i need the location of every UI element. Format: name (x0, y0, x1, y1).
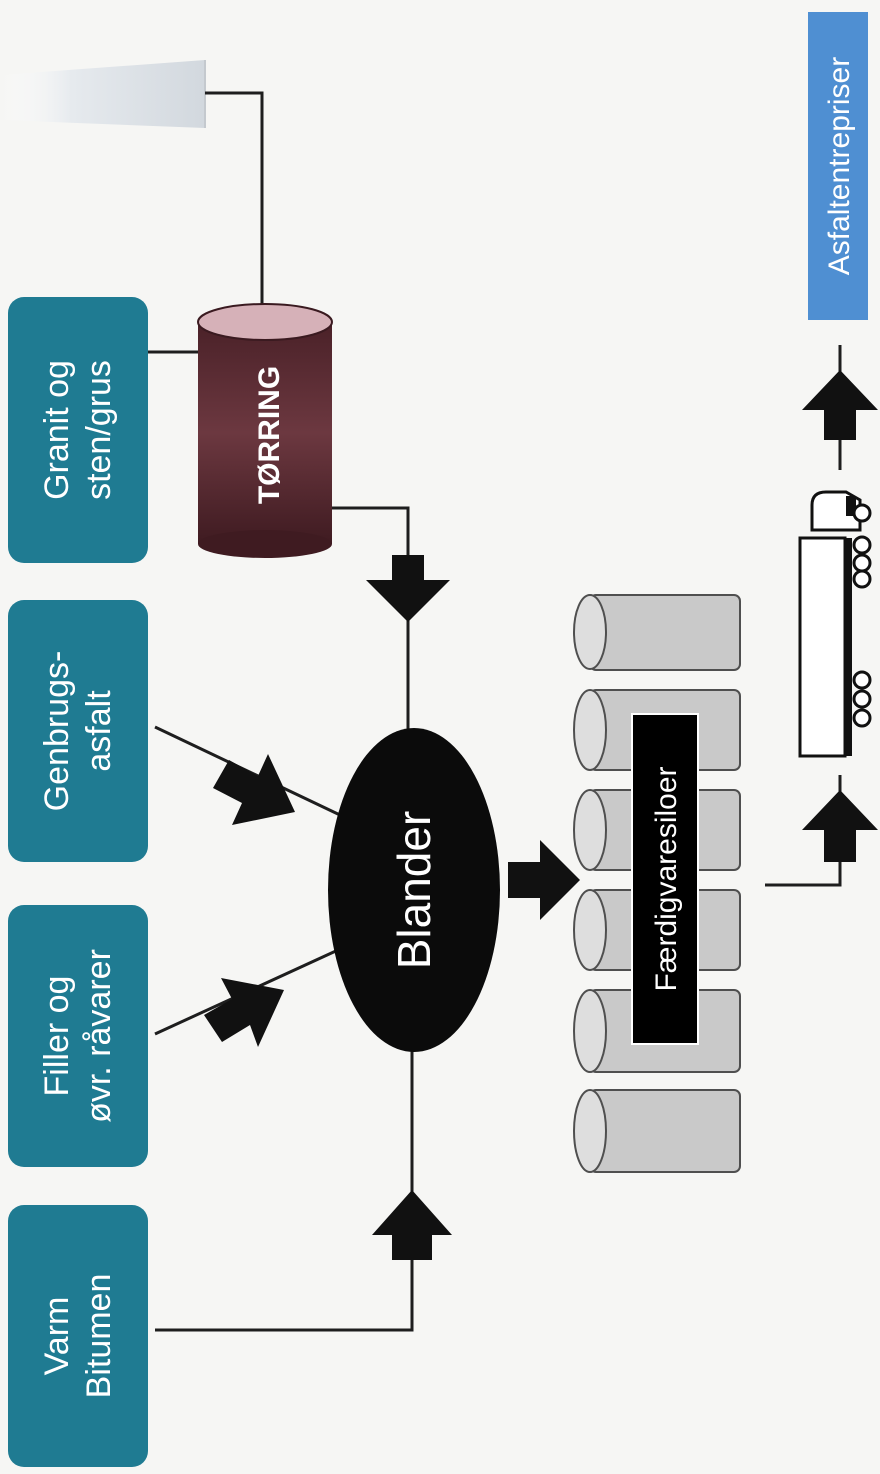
arrow-icon (366, 555, 450, 622)
input-box-label: asfalt (80, 690, 118, 772)
input-box-recycled-asphalt: Genbrugs- asfalt (8, 600, 148, 862)
arrow-icon (802, 790, 878, 862)
silo (573, 1089, 741, 1173)
arrow-icon (508, 840, 580, 920)
destination-box: Asfaltentrepriser (808, 12, 868, 320)
silo (573, 789, 741, 871)
blender-label: Blander (388, 811, 440, 970)
silo (573, 594, 741, 671)
input-box-label: øvr. råvarer (80, 949, 118, 1123)
input-box-label: Granit og (38, 360, 76, 500)
chimney-icon (0, 60, 206, 128)
input-box-filler: Filler og øvr. råvarer (8, 905, 148, 1167)
arrow-icon (204, 978, 284, 1047)
flow-arrows (204, 370, 878, 1260)
dryer-to-blender-line (332, 506, 410, 745)
arrow-icon (372, 1190, 452, 1260)
bitumen-to-blender-line (155, 1040, 414, 1332)
exhaust-duct (205, 91, 264, 320)
dryer-drum: TØRRING (197, 303, 333, 558)
arrow-icon (213, 754, 295, 825)
dryer-label: TØRRING (253, 366, 286, 504)
finished-goods-silos: Færdigvaresiloer (573, 594, 741, 1173)
input-box-label: Bitumen (80, 1274, 118, 1399)
input-box-label: sten/grus (80, 360, 118, 500)
input-box-bitumen: Varm Bitumen (8, 1205, 148, 1467)
arrow-icon (802, 370, 878, 440)
input-box-label: Genbrugs- (38, 651, 76, 812)
silo-label-box (631, 713, 699, 1045)
input-box-label: Filler og (38, 976, 76, 1097)
dump-truck-icon (798, 490, 872, 758)
blender: Blander (328, 728, 500, 1052)
input-box-granite: Granit og sten/grus (8, 297, 148, 563)
silo-label: Færdigvaresiloer (650, 766, 683, 991)
input-box-label: Varm (38, 1297, 76, 1376)
destination-label: Asfaltentrepriser (823, 57, 856, 275)
